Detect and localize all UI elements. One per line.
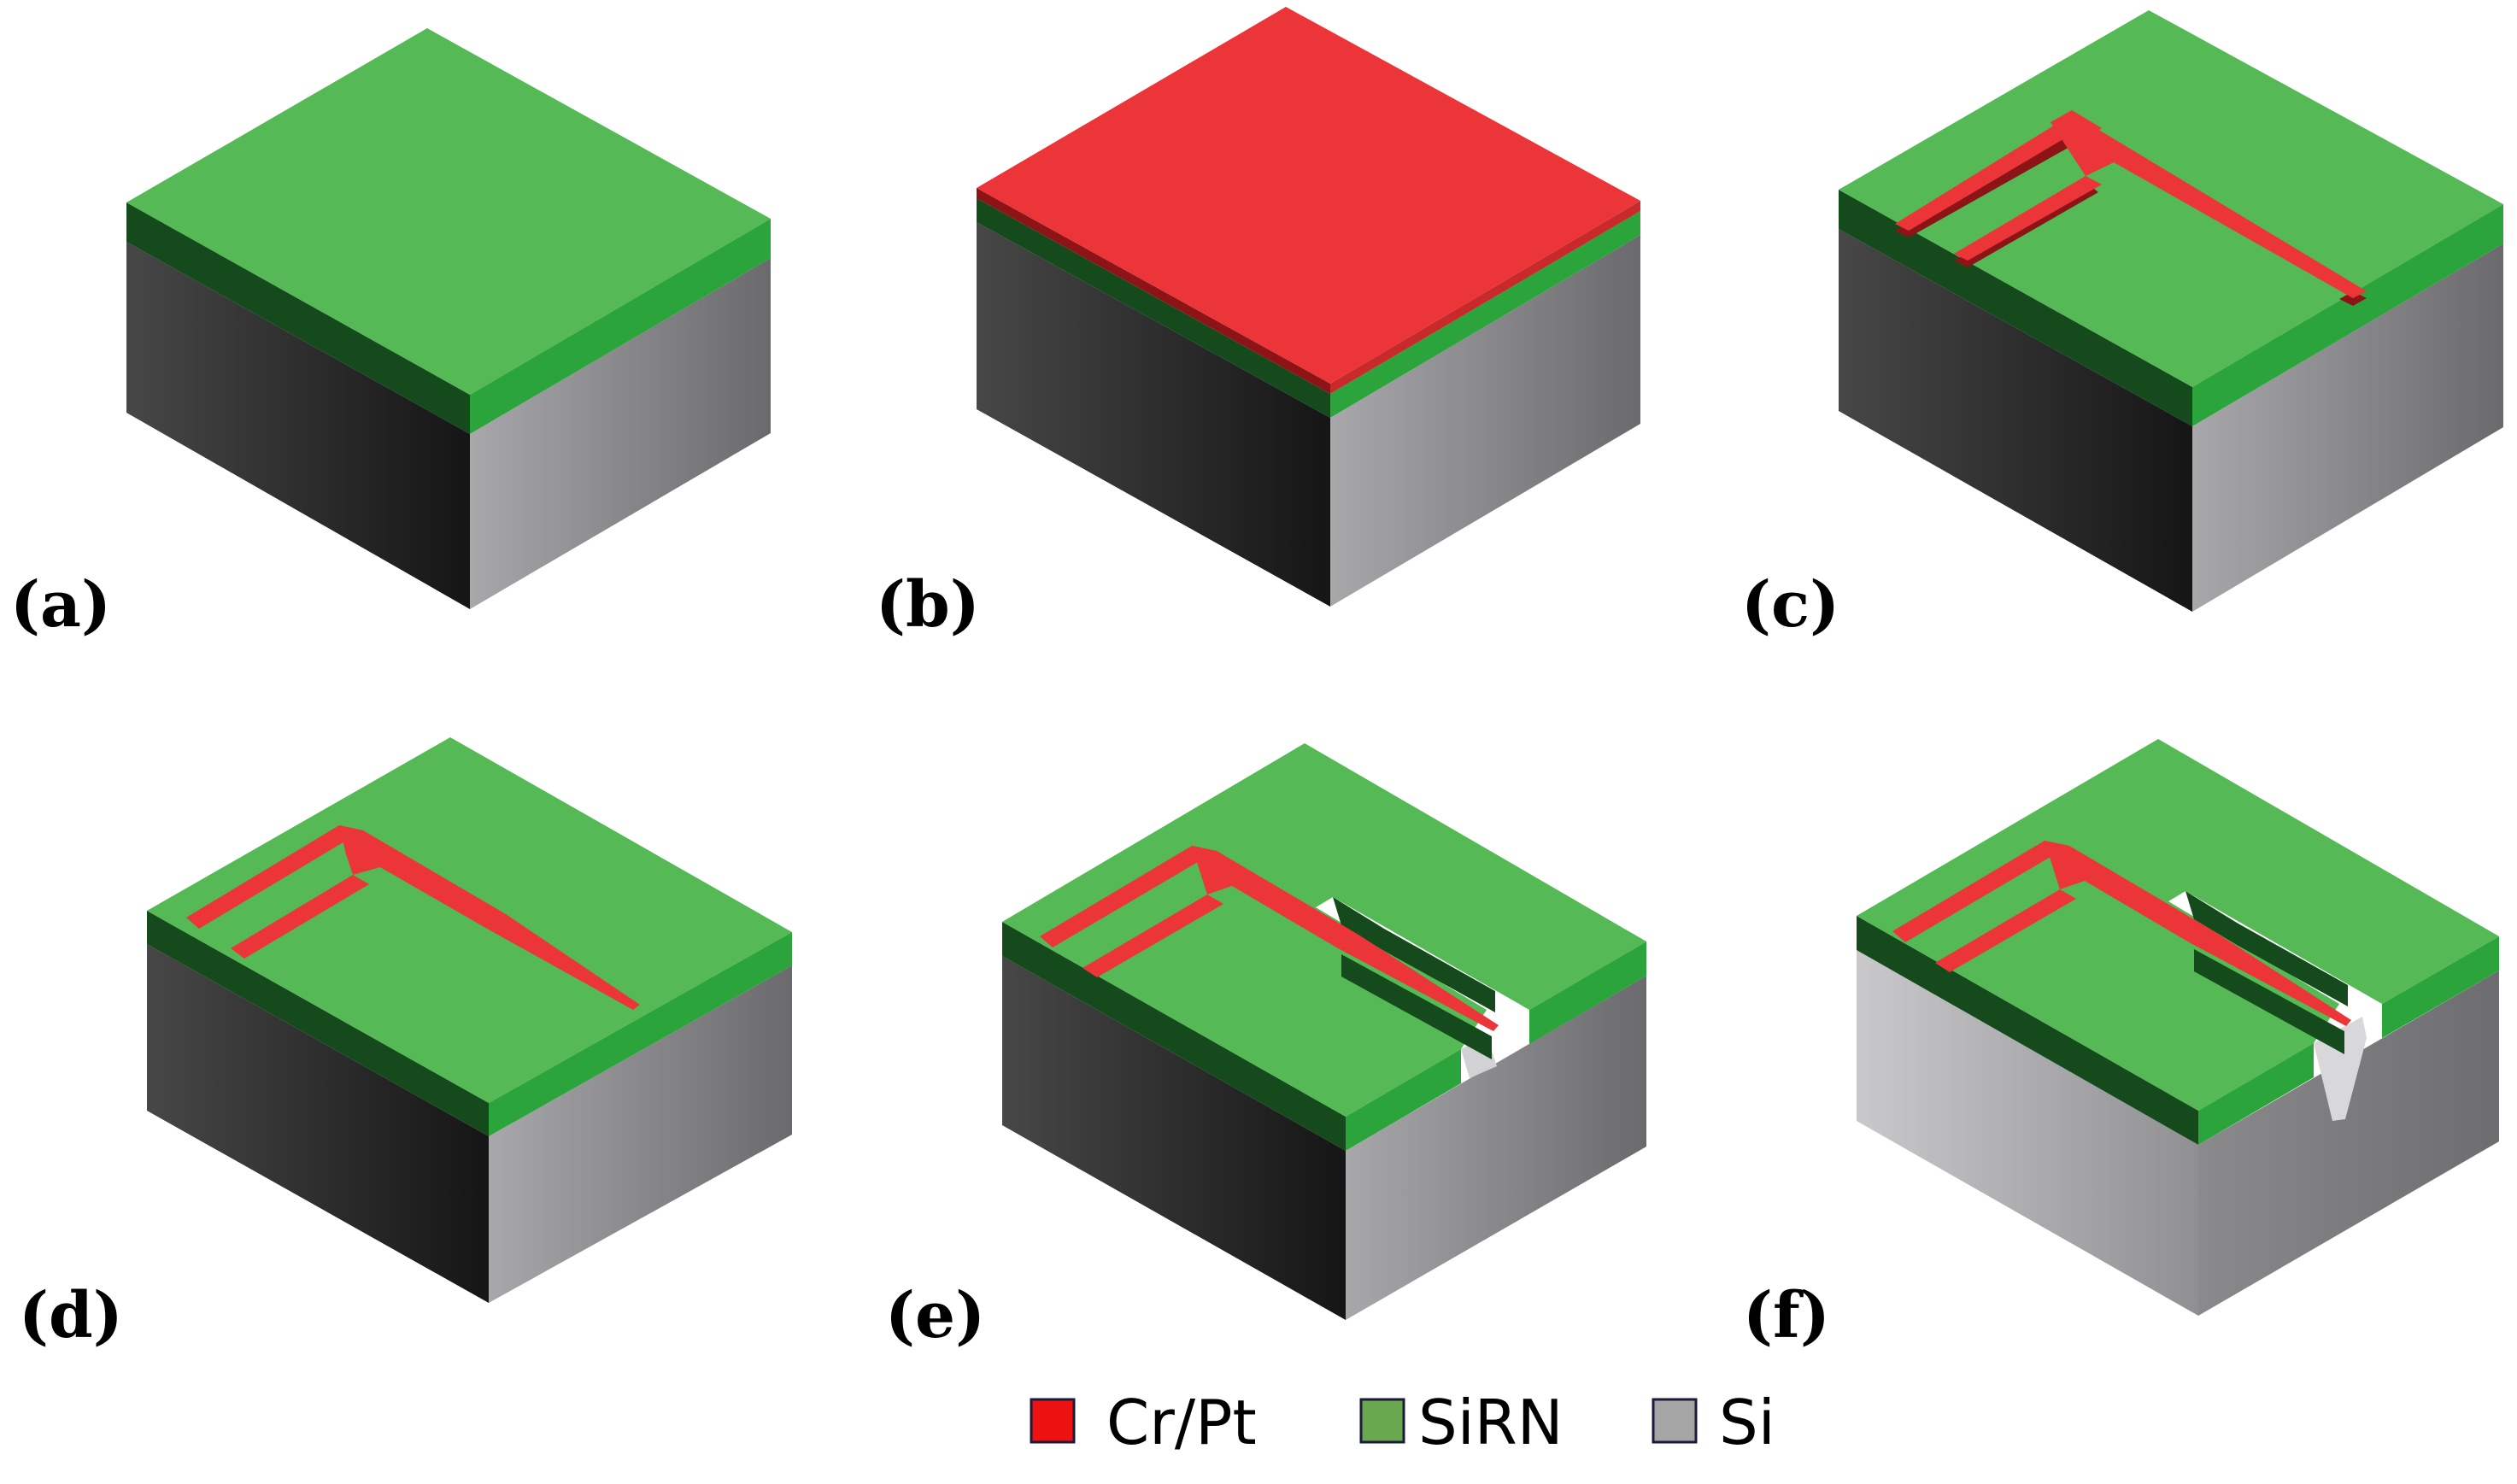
substrate-block <box>1839 10 2503 612</box>
metal-pattern <box>186 825 640 1010</box>
panel-d: (d) <box>19 737 792 1352</box>
legend-item-si: Si <box>1652 1387 1775 1458</box>
metal-top-face <box>977 7 1640 384</box>
metal-trace <box>1935 889 2076 972</box>
panel-c: (c) <box>1741 10 2503 642</box>
substrate-block <box>1857 739 2499 1316</box>
si-left-face <box>1002 956 1346 1320</box>
legend: Cr/Pt SiRN Si <box>1030 1387 1775 1458</box>
panel-label: (a) <box>10 568 111 642</box>
si-left-face <box>1857 950 2198 1316</box>
panel-a: (a) <box>10 28 771 642</box>
cantilever-edge <box>1341 954 1492 1059</box>
nitride-right-side <box>1346 1049 1461 1151</box>
si-right-face <box>1330 235 1640 607</box>
metal-right-side <box>1330 201 1640 394</box>
nitride-left-side <box>1839 190 2192 426</box>
nitride-right-side <box>470 219 771 434</box>
si-right-face <box>1346 976 1646 1320</box>
metal-trace <box>1082 895 1223 977</box>
substrate-block <box>1002 743 1646 1320</box>
nitride-right-side <box>489 932 792 1136</box>
metal-trace <box>186 825 363 929</box>
metal-trace <box>2063 120 2367 298</box>
metal-trace <box>2051 110 2114 176</box>
metal-pattern <box>1892 841 2351 1054</box>
panel-label: (c) <box>1741 568 1839 642</box>
nitride-right-side <box>1529 941 1646 1044</box>
metal-pattern <box>1040 846 1499 1059</box>
nitride-left-side <box>977 198 1330 418</box>
si-left-face <box>977 222 1330 607</box>
nitride-top-face <box>1839 10 2503 387</box>
substrate-block <box>126 28 771 609</box>
metal-left-side <box>977 188 1330 394</box>
si-left-face <box>1839 229 2192 612</box>
cut-side-wall <box>1384 929 1495 1012</box>
cut-side-wall <box>1333 897 1384 951</box>
cut-side-wall <box>2186 891 2237 945</box>
panel-f: (f) <box>1743 739 2499 1352</box>
metal-trace <box>2045 841 2211 943</box>
metal-trace <box>1892 841 2069 942</box>
legend-label: Cr/Pt <box>1106 1387 1257 1458</box>
legend-swatch <box>1359 1398 1405 1444</box>
si-right-face <box>2192 243 2503 612</box>
legend-item-cr-pt: Cr/Pt <box>1030 1387 1257 1458</box>
metal-tip <box>2191 930 2351 1026</box>
nitride-left-side <box>1002 922 1346 1151</box>
nitride-left-side <box>1857 916 2198 1145</box>
metal-pattern <box>1895 110 2367 306</box>
nitride-top-face <box>147 737 792 1103</box>
panel-b: (b) <box>876 7 1640 642</box>
metal-trace <box>1895 120 2089 231</box>
substrate-block <box>977 7 1640 607</box>
metal-tip <box>1338 935 1499 1031</box>
si-right-face <box>470 258 771 609</box>
si-right-face <box>2198 971 2499 1316</box>
si-left-face <box>126 242 470 609</box>
cantilever-edge <box>2194 949 2344 1054</box>
cut-side-wall <box>2237 923 2348 1006</box>
metal-trace-edge <box>1895 124 2098 238</box>
metal-trace <box>1192 846 1358 948</box>
nitride-left-side <box>126 202 470 434</box>
legend-label: SiRN <box>1418 1387 1564 1458</box>
panel-label: (f) <box>1743 1279 1830 1352</box>
panel-label: (b) <box>876 568 980 642</box>
metal-trace <box>339 825 506 929</box>
nitride-top-face <box>126 28 771 395</box>
metal-trace <box>1954 176 2102 261</box>
metal-trace <box>231 875 369 959</box>
nitride-right-side <box>1330 211 1640 418</box>
legend-swatch <box>1652 1398 1698 1444</box>
legend-swatch <box>1030 1398 1076 1444</box>
nitride-right-side <box>2382 936 2499 1038</box>
legend-item-sirn: SiRN <box>1359 1387 1564 1458</box>
si-left-face <box>147 944 489 1303</box>
si-right-face <box>489 965 792 1303</box>
nitride-left-side <box>147 911 489 1136</box>
metal-trace <box>1040 846 1217 947</box>
panel-e: (e) <box>885 743 1646 1352</box>
panel-label: (d) <box>19 1279 123 1352</box>
panel-label: (e) <box>885 1279 985 1352</box>
metal-tip <box>487 914 640 1010</box>
nitride-right-side <box>2198 1043 2314 1145</box>
metal-trace-edge <box>2339 291 2367 306</box>
legend-label: Si <box>1719 1387 1775 1458</box>
nitride-right-side <box>2192 204 2503 426</box>
substrate-block <box>147 737 792 1303</box>
